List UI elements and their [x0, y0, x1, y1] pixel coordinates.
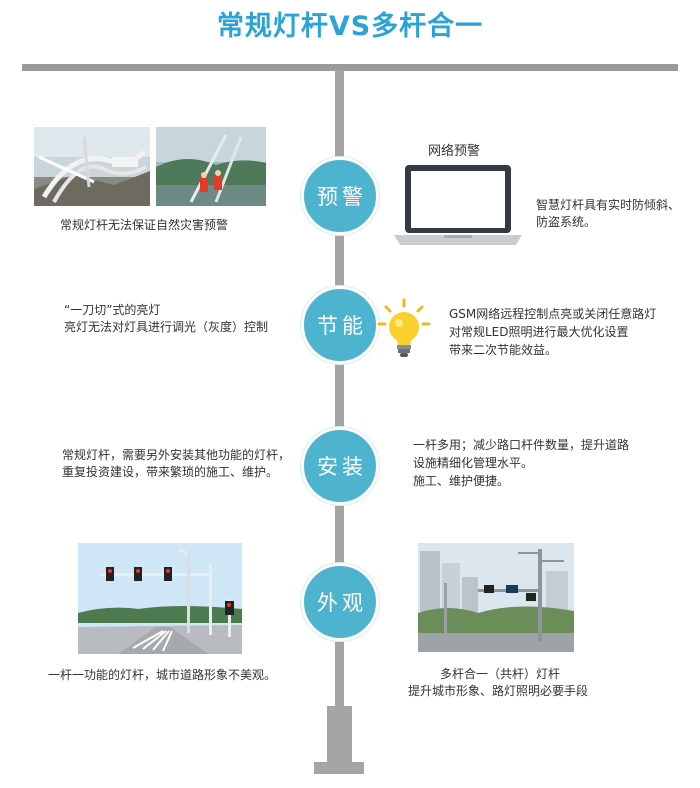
laptop-icon: [394, 163, 524, 249]
install-right-line3: 施工、维护便捷。: [413, 474, 510, 488]
photo-conventional-intersection: [78, 543, 242, 654]
install-left-line2: 重复投资建设，带来繁琐的施工、维护。: [62, 465, 279, 479]
appearance-right-line1: 多杆合一（共杆）灯杆: [440, 667, 561, 681]
appearance-right-line2: 提升城市形象、路灯照明必要手段: [408, 684, 589, 698]
energy-left-line2: 亮灯无法对灯具进行调光（灰度）控制: [64, 320, 269, 334]
laptop-label: 网络预警: [428, 144, 481, 159]
pole-crossbar: [22, 64, 678, 71]
appearance-left-caption: 一杆一功能的灯杆，城市道路形象不美观。: [48, 668, 277, 682]
pole-base: [327, 706, 352, 764]
photo-storm-workers: [156, 127, 266, 206]
install-right-line2: 设施精细化管理水平。: [413, 456, 534, 470]
warning-right-line2: 防盗系统。: [536, 215, 597, 229]
node-warning: 预警: [301, 157, 379, 235]
install-left-line1: 常规灯杆，需要另外安装其他功能的灯杆，: [62, 448, 291, 462]
pole-shaft: [335, 70, 344, 710]
page-title: 常规灯杆VS多杆合一: [216, 11, 484, 42]
warning-right-line1: 智慧灯杆具有实时防倾斜、: [536, 198, 681, 212]
node-energy: 节能: [301, 286, 379, 364]
pole-foot: [314, 762, 364, 774]
energy-right-line2: 对常规LED照明进行最大优化设置: [449, 325, 629, 339]
warning-left-caption: 常规灯杆无法保证自然灾害预警: [60, 218, 229, 232]
photo-integrated-pole: [418, 543, 574, 652]
lightbulb-icon: [376, 297, 432, 361]
photo-damaged-lights: [34, 127, 150, 206]
install-right-line1: 一杆多用；减少路口杆件数量，提升道路: [413, 438, 630, 452]
energy-right-line3: 带来二次节能效益。: [449, 343, 558, 357]
energy-right-line1: GSM网络远程控制点亮或关闭任意路灯: [449, 307, 657, 321]
node-install: 安装: [301, 427, 379, 505]
energy-left-line1: “一刀切”式的亮灯: [64, 303, 161, 317]
node-appearance: 外观: [301, 563, 379, 641]
